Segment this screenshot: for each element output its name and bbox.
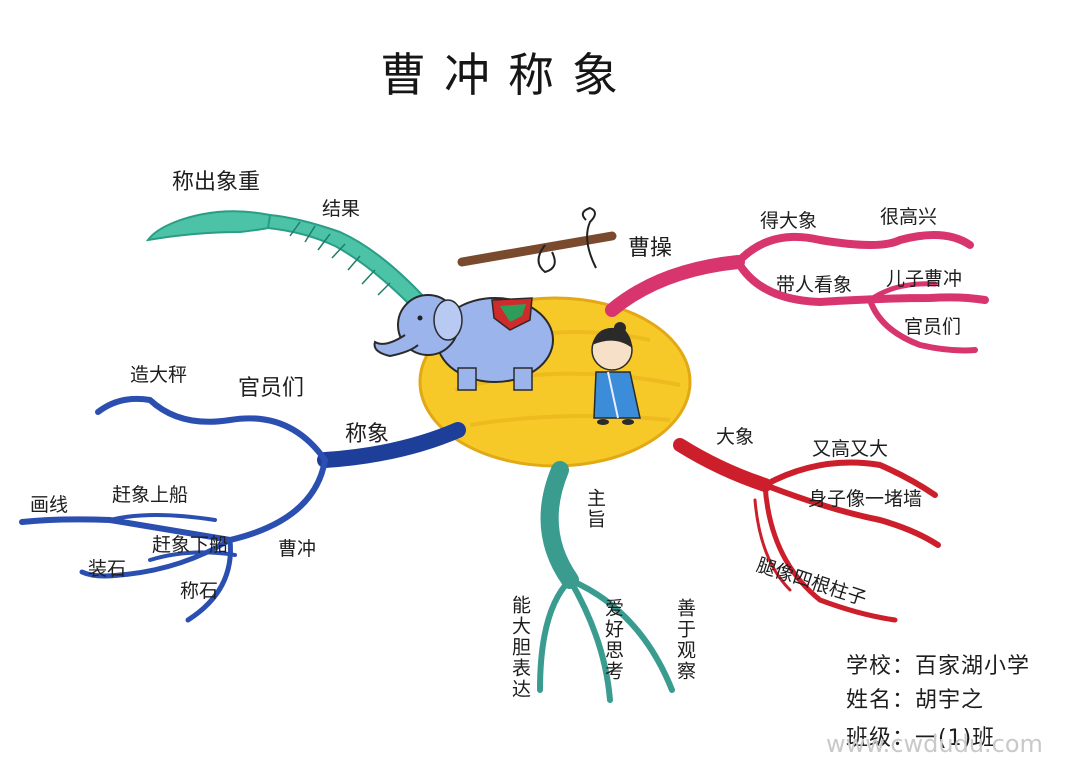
branch-theme	[537, 461, 675, 703]
elephant-icon	[373, 294, 554, 391]
branch-caocao-sub1-detail: 很高兴	[880, 206, 938, 228]
branch-weigh-sub1: 官员们	[238, 376, 305, 401]
branch-weigh-step5: 称石	[180, 580, 219, 602]
branch-result-detail: 称出象重	[172, 170, 261, 195]
branch-caocao-sub2-a: 儿子曹冲	[886, 268, 963, 290]
branch-elephant-sub1: 又高又大	[812, 438, 889, 460]
branch-weigh-sub2: 曹冲	[278, 538, 317, 560]
branch-caocao	[605, 231, 989, 354]
scale-icon	[457, 206, 617, 274]
branch-elephant	[673, 438, 941, 623]
info-name: 姓名：胡宇之	[846, 688, 985, 713]
branch-weigh	[19, 395, 466, 623]
branch-theme-sub3: 善于观察	[674, 598, 696, 682]
branch-elephant-label: 大象	[716, 426, 755, 448]
branch-theme-sub1: 能大胆表达	[509, 595, 531, 700]
branch-caocao-sub2: 带人看象	[776, 274, 853, 296]
branch-weigh-label: 称象	[345, 422, 390, 447]
page-title: 曹冲称象	[380, 48, 636, 102]
boy-icon	[591, 322, 641, 425]
info-school: 学校：百家湖小学	[846, 654, 1031, 679]
info-class: 班级：一(1)班	[846, 726, 996, 751]
watermark: www.cwdudu.com	[826, 730, 1043, 758]
branch-weigh-step4: 赶象下船	[152, 534, 229, 556]
branch-weigh-sub1-detail: 造大秤	[130, 364, 188, 386]
branch-caocao-sub2-b: 官员们	[904, 316, 962, 338]
branch-result-label: 结果	[322, 198, 361, 220]
branch-result	[145, 210, 427, 307]
branch-elephant-sub2: 身子像一堵墙	[808, 488, 923, 510]
branch-caocao-sub1: 得大象	[760, 210, 818, 232]
branch-weigh-step1: 画线	[30, 494, 69, 516]
branch-caocao-label: 曹操	[628, 236, 673, 261]
branch-weigh-step3: 装石	[88, 558, 127, 580]
branch-theme-sub2: 爱好思考	[602, 598, 624, 682]
branch-weigh-step2: 赶象上船	[112, 484, 189, 506]
branch-theme-label: 主旨	[584, 488, 606, 530]
